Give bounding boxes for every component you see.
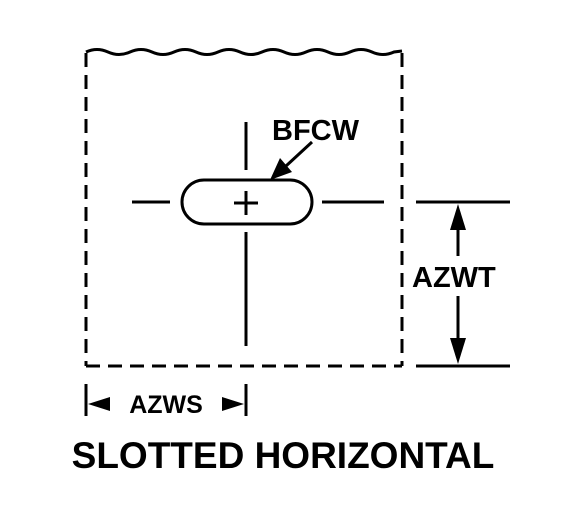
callout-arrowhead — [270, 158, 292, 180]
break-line — [85, 48, 403, 56]
centerlines — [132, 122, 384, 346]
panel-outline — [84, 53, 404, 368]
dimension-arrow-up — [450, 204, 466, 230]
diagram-title: SLOTTED HORIZONTAL — [72, 435, 495, 476]
callout-leader-line — [284, 140, 314, 168]
dimension-arrow-left — [88, 397, 110, 411]
vertical-dimension-label: AZWT — [412, 262, 496, 294]
dimension-arrow-right — [222, 397, 244, 411]
horizontal-dimension-label: AZWS — [129, 391, 203, 419]
horizontal-dimension — [84, 384, 248, 416]
center-cross-mark — [234, 191, 258, 215]
dimension-arrow-down — [450, 338, 466, 364]
slot-callout-label: BFCW — [272, 115, 360, 147]
slot-shape — [180, 178, 314, 226]
